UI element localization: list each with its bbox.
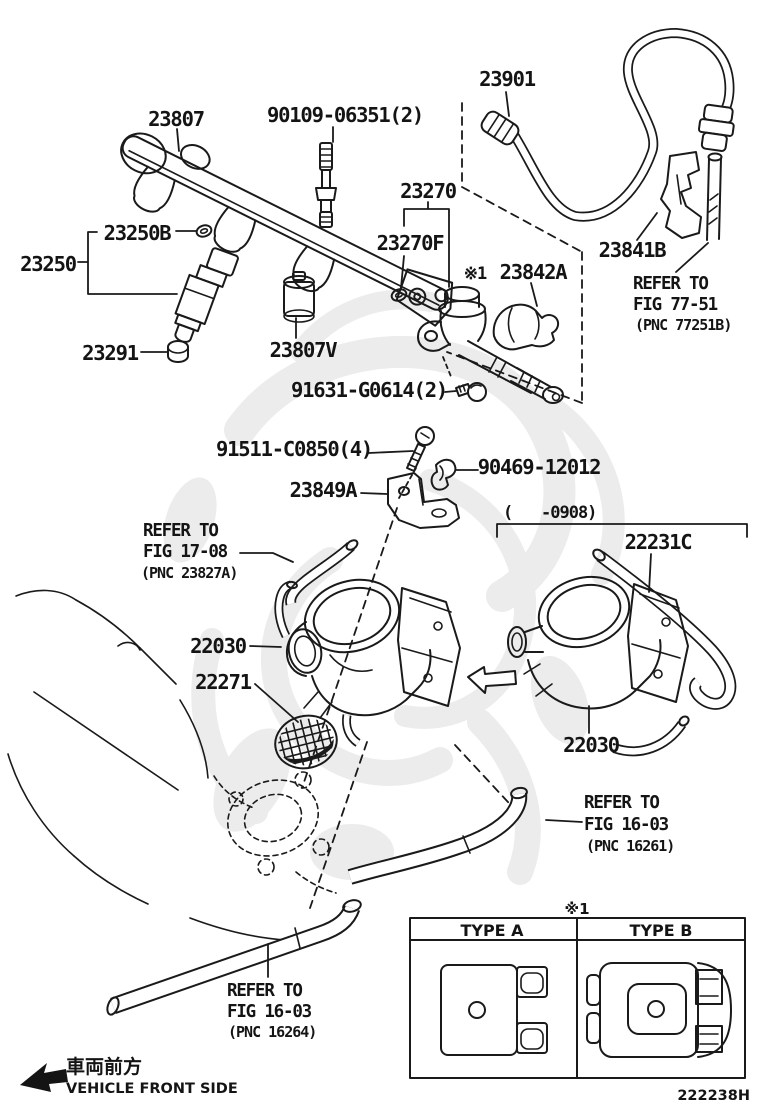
injector-insulator xyxy=(283,271,315,323)
label-23807v: 23807V xyxy=(270,338,338,362)
refer-16264-line1: REFER TO xyxy=(227,981,302,1001)
replacement-arrow-icon xyxy=(467,666,517,694)
hose-16264 xyxy=(106,899,362,1016)
throttle-body-left xyxy=(274,578,461,747)
type-a-connector-drawing xyxy=(440,964,548,1056)
air-screen-22271 xyxy=(273,714,339,772)
refer-17-line1: REFER TO xyxy=(143,521,218,541)
refer-fig-16-03-16264: REFER TO FIG 16-03 (PNC 16264) xyxy=(227,981,317,1041)
injector-oring xyxy=(195,224,213,238)
pressure-regulator xyxy=(417,286,564,404)
stud-bolt-90109 xyxy=(315,142,337,228)
table-header-type-b: TYPE B xyxy=(630,921,693,940)
label-22030-left: 22030 xyxy=(190,634,247,658)
label-date-code: -0908) xyxy=(541,503,596,523)
label-23849a: 23849A xyxy=(290,478,359,502)
vehicle-front-label-en: VEHICLE FRONT SIDE xyxy=(66,1081,238,1097)
injector-grommet xyxy=(167,340,189,363)
leader-lines xyxy=(77,91,748,978)
refer-17-line2: FIG 17-08 xyxy=(143,542,228,562)
refer-77-line2: FIG 77-51 xyxy=(633,295,718,315)
refer-16261-line3: (PNC 16261) xyxy=(586,837,674,855)
refer-17-line3: (PNC 23827A) xyxy=(141,564,237,582)
bolt-91631 xyxy=(455,382,487,402)
bracket-23849a xyxy=(387,472,460,529)
vehicle-front-label-jp: 車両前方 xyxy=(66,1055,142,1078)
hose-bracket-23841b xyxy=(660,151,702,239)
fuel-delivery-pipe xyxy=(120,132,454,327)
label-90469: 90469-12012 xyxy=(478,455,601,479)
label-90109: 90109-06351(2) xyxy=(267,103,423,127)
refer-16261-line1: REFER TO xyxy=(584,793,659,813)
label-note1: ※1 xyxy=(464,264,487,284)
table-header-type-a: TYPE A xyxy=(460,921,524,940)
throttle-body-right xyxy=(507,548,737,757)
hose-17-08 xyxy=(285,539,359,606)
refer-fig-17-08: REFER TO FIG 17-08 (PNC 23827A) xyxy=(141,521,238,582)
dashed-locator-lines xyxy=(301,102,583,909)
label-91631: 91631-G0614(2) xyxy=(291,378,447,402)
clamp-90469 xyxy=(430,458,457,491)
fuel-pipe-77-51 xyxy=(706,152,723,241)
connector-type-table: ※1 TYPE A TYPE B xyxy=(409,900,746,1079)
refer-fig-16-03-16261: REFER TO FIG 16-03 (PNC 16261) xyxy=(584,793,675,855)
label-23291: 23291 xyxy=(82,341,139,365)
regulator-oring xyxy=(390,288,408,302)
fuel-injector xyxy=(174,247,239,343)
label-23901: 23901 xyxy=(479,67,536,91)
label-22231c: 22231C xyxy=(625,530,692,554)
engine-outline-sketch xyxy=(7,589,337,941)
fuel-hose-23901 xyxy=(480,27,735,222)
label-23807: 23807 xyxy=(148,107,204,131)
label-23270: 23270 xyxy=(400,179,457,203)
refer-77-line1: REFER TO xyxy=(633,274,708,294)
label-23250b: 23250B xyxy=(104,221,172,245)
refer-16264-line2: FIG 16-03 xyxy=(227,1002,312,1022)
label-91511: 91511-C0850(4) xyxy=(216,437,372,461)
label-22030-right: 22030 xyxy=(563,733,620,757)
drawing-code: 222238H xyxy=(677,1088,750,1104)
refer-16261-line2: FIG 16-03 xyxy=(584,815,669,835)
refer-fig-77-51: REFER TO FIG 77-51 (PNC 77251B) xyxy=(633,274,732,334)
refer-16264-line3: (PNC 16264) xyxy=(228,1023,316,1041)
label-23841b: 23841B xyxy=(599,238,667,262)
label-date-open: ( xyxy=(503,503,512,523)
hose-connector xyxy=(697,103,735,152)
vehicle-front-arrow-icon xyxy=(20,1063,68,1092)
hose-16261 xyxy=(347,786,528,885)
table-note: ※1 xyxy=(564,900,589,918)
regulator-clamp xyxy=(492,303,560,351)
type-b-connector-drawing xyxy=(586,962,732,1058)
refer-77-line3: (PNC 77251B) xyxy=(635,316,731,334)
label-23842a: 23842A xyxy=(500,260,569,284)
label-23270f: 23270F xyxy=(377,231,445,255)
label-23250: 23250 xyxy=(20,252,77,276)
label-22271: 22271 xyxy=(195,670,252,694)
bolt-91511 xyxy=(406,426,435,472)
